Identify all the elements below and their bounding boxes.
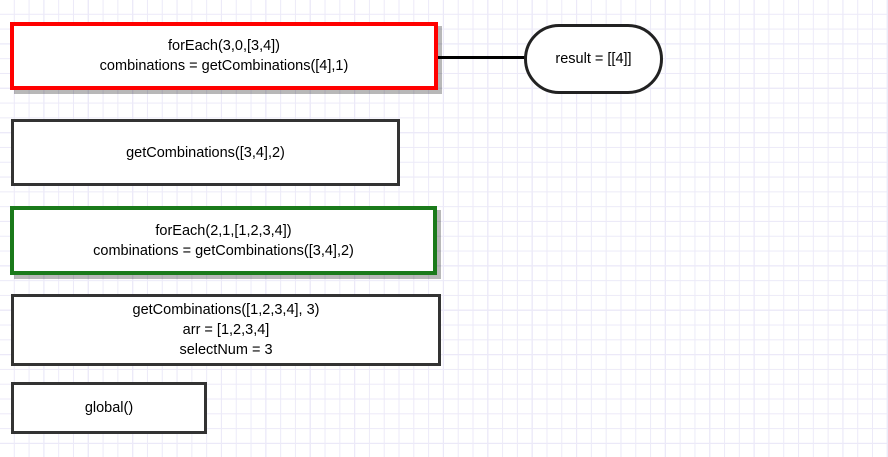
edge-foreach-to-result	[438, 56, 526, 59]
node-foreach-2-1[interactable]: forEach(2,1,[1,2,3,4]) combinations = ge…	[10, 206, 437, 275]
node-getcombinations-1234-3[interactable]: getCombinations([1,2,3,4], 3) arr = [1,2…	[11, 294, 441, 366]
node-foreach-3-0-label: forEach(3,0,[3,4]) combinations = getCom…	[99, 38, 349, 74]
node-getcombinations-34-2-label: getCombinations([3,4],2)	[126, 144, 285, 161]
node-result-label: result = [[4]]	[555, 51, 632, 67]
node-foreach-3-0[interactable]: forEach(3,0,[3,4]) combinations = getCom…	[10, 22, 438, 90]
node-result[interactable]: result = [[4]]	[524, 24, 663, 94]
node-getcombinations-1234-3-label: getCombinations([1,2,3,4], 3) arr = [1,2…	[132, 302, 320, 358]
node-foreach-2-1-label: forEach(2,1,[1,2,3,4]) combinations = ge…	[93, 222, 354, 259]
node-global[interactable]: global()	[11, 382, 207, 434]
node-getcombinations-34-2[interactable]: getCombinations([3,4],2)	[11, 119, 400, 186]
node-global-label: global()	[84, 400, 134, 416]
